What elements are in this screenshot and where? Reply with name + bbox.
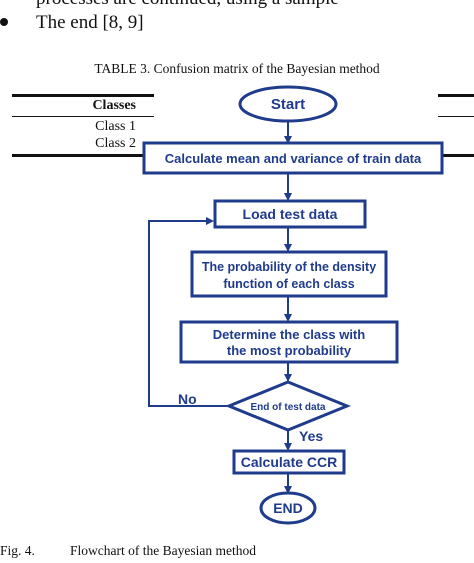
table-header-rule-left — [12, 116, 154, 117]
calc-mean-variance-label: Calculate mean and variance of train dat… — [165, 151, 422, 166]
end-label: END — [273, 500, 303, 516]
probability-label-line2: function of each class — [223, 277, 354, 291]
table-top-rule-right — [438, 94, 474, 97]
decision-label: End of test data — [250, 402, 325, 413]
load-test-data-node: Load test data — [213, 199, 367, 229]
bullet-dot-icon — [0, 18, 8, 26]
arrow-no-loop — [148, 217, 229, 407]
figure-label: Fig. 4. — [0, 543, 35, 558]
table-caption: TABLE 3. Confusion matrix of the Bayesia… — [94, 61, 380, 76]
load-test-data-label: Load test data — [243, 206, 338, 222]
table-header-rule-right — [438, 116, 474, 117]
figure-caption-text: Flowchart of the Bayesian method — [70, 543, 256, 558]
table-row-class-2: Class 2 — [95, 136, 136, 151]
calc-mean-variance-node: Calculate mean and variance of train dat… — [142, 141, 444, 175]
bullet-item: processes are continued, using a sample … — [0, 0, 474, 40]
table-bottom-rule-right — [442, 154, 474, 157]
probability-label-line1: The probability of the density — [202, 260, 376, 274]
probability-density-node: The probability of the density function … — [190, 250, 388, 298]
table-bottom-rule-left — [12, 154, 144, 157]
yes-label: Yes — [299, 428, 323, 444]
calculate-ccr-label: Calculate CCR — [241, 454, 337, 470]
cut-off-text: processes are continued, using a sample — [36, 0, 339, 16]
table-header-classes: Classes — [92, 98, 136, 113]
determine-label-line1: Determine the class with — [213, 327, 365, 342]
table-row-class-1: Class 1 — [95, 119, 136, 134]
start-label: Start — [271, 96, 305, 113]
end-node: END — [259, 491, 317, 525]
determine-label-line2: the most probability — [227, 343, 352, 358]
table-top-rule-left — [12, 94, 154, 97]
determine-class-node: Determine the class with the most probab… — [179, 320, 399, 364]
no-label: No — [178, 391, 197, 407]
start-node: Start — [238, 85, 338, 123]
decision-end-of-test-data: End of test data — [225, 380, 351, 432]
calculate-ccr-node: Calculate CCR — [232, 449, 346, 475]
bullet-text: The end [8, 9] — [36, 12, 144, 33]
